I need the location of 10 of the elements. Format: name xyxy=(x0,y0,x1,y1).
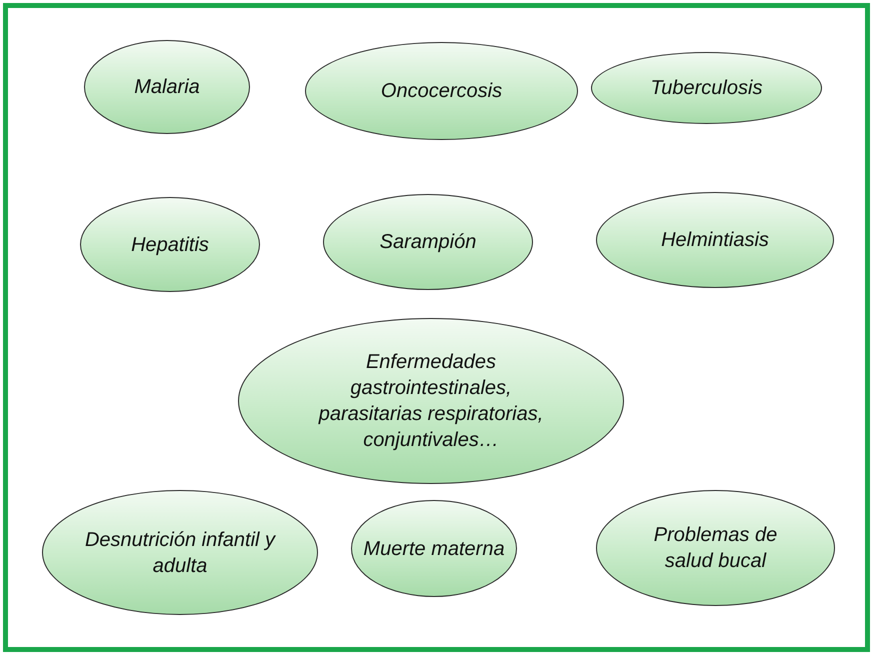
node-label: Hepatitis xyxy=(131,232,209,258)
node-label: Desnutrición infantil y adulta xyxy=(84,528,277,578)
node-label: Malaria xyxy=(134,75,200,100)
node-label: Oncocercosis xyxy=(380,79,502,104)
node-label: Enfermedades gastrointestinales, parasitarias respiratorias, conjuntivales… xyxy=(317,350,544,453)
node-label: Helmintiasis xyxy=(661,228,769,253)
node-label: Problemas de salud bucal xyxy=(652,523,778,574)
node-label: Sarampión xyxy=(380,230,476,255)
node-label: Tuberculosis xyxy=(650,76,762,101)
node-label: Muerte materna xyxy=(363,536,505,562)
